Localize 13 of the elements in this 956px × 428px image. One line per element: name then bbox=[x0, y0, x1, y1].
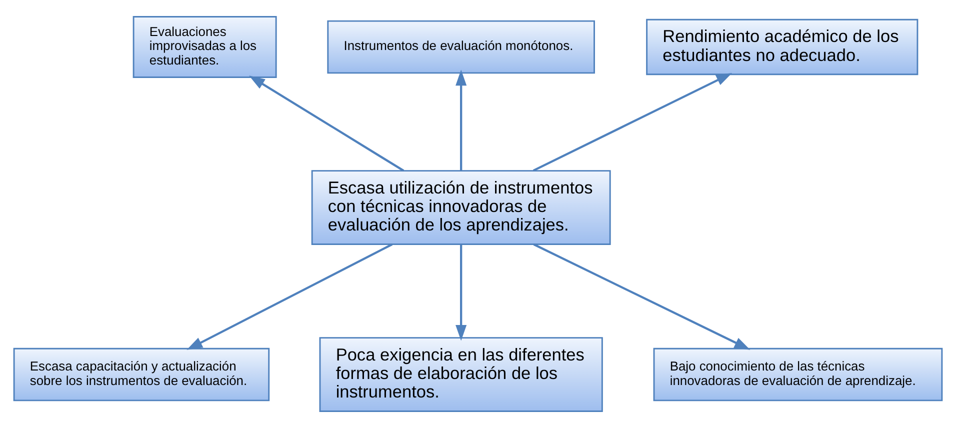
node-box: Bajo conocimiento de las técnicas innovadoras de evaluación de aprendizaje. bbox=[653, 348, 943, 402]
node-box: Evaluaciones improvisadas a los estudiantes. bbox=[132, 16, 277, 78]
arrow bbox=[456, 244, 467, 341]
arrow bbox=[533, 243, 750, 350]
arrow bbox=[249, 76, 404, 172]
arrow bbox=[532, 73, 732, 172]
node-box: Escasa utilización de instrumentos con técnicas innovadoras de evaluación de los aprendizajes. bbox=[311, 170, 611, 245]
arrow bbox=[456, 70, 467, 170]
arrow bbox=[186, 243, 393, 350]
node-box: Instrumentos de evaluación monótonos. bbox=[327, 20, 595, 74]
node-box: Rendimiento académico de los estudiantes no adecuado. bbox=[646, 18, 918, 76]
node-box: Escasa capacitación y actualización sobre los instrumentos de evaluación. bbox=[13, 348, 270, 402]
node-box: Poca exigencia en las diferentes formas de elaboración de los instrumentos. bbox=[319, 337, 603, 412]
